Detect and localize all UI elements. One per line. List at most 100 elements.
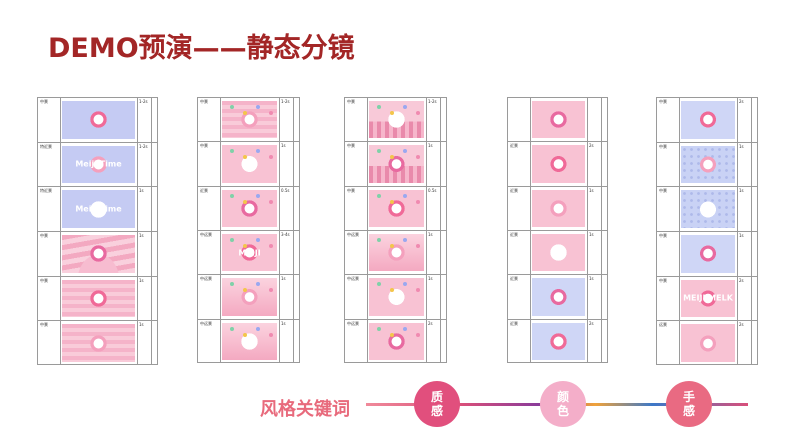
- storyboard-frame: [62, 279, 135, 318]
- frame-illustration: [240, 154, 259, 174]
- storyboard-frame: MEIJI: [222, 234, 277, 272]
- frame-illustration: [698, 155, 718, 174]
- frame-illustration: [89, 244, 108, 264]
- shot-type-label: 特近景: [40, 143, 52, 149]
- duration-label: 1s: [139, 233, 144, 238]
- decorative-bubble: [269, 111, 273, 115]
- decorative-bubble: [243, 111, 247, 115]
- shot-type-label: 中景: [347, 99, 355, 104]
- frame-caption: MEIJI MELK: [683, 293, 733, 303]
- duration-label: 1s: [428, 232, 433, 237]
- duration-label: 1s: [428, 276, 433, 282]
- decorative-bubble: [403, 238, 407, 242]
- keyword-badge-color: 颜 色: [540, 381, 586, 427]
- decorative-bubble: [403, 105, 407, 109]
- storyboard-frame: [681, 145, 735, 184]
- decorative-bubble: [377, 193, 381, 198]
- duration-label: 1s: [139, 277, 144, 283]
- shot-type-label: 近景: [200, 187, 208, 193]
- shot-type-label: 近景: [510, 187, 518, 193]
- decorative-bubble: [230, 105, 234, 109]
- frame-illustration: [698, 199, 718, 219]
- decorative-bubble: [269, 332, 273, 337]
- duration-label: 1s: [428, 143, 433, 149]
- frame-caption: Meiji Time: [75, 204, 122, 214]
- storyboard-frame: [681, 190, 735, 228]
- storyboard-frame: [222, 189, 277, 227]
- shot-type-label: 远景: [659, 322, 667, 328]
- decorative-bubble: [256, 238, 260, 242]
- shot-type-label: 中景: [659, 99, 667, 104]
- duration-label: 1s: [139, 322, 144, 328]
- storyboard-row: 中景 1s: [38, 277, 157, 322]
- decorative-bubble: [269, 155, 273, 160]
- keyword-text: 感: [682, 404, 695, 418]
- frame-caption: MEIJI: [238, 248, 261, 258]
- storyboard-frame: [369, 234, 424, 272]
- shot-type-label: 中远景: [200, 232, 212, 237]
- decorative-bubble: [416, 244, 420, 248]
- storyboard-row: 中景 0.5s: [345, 187, 446, 231]
- shot-type-label: 中景: [347, 187, 355, 193]
- decorative-bubble: [390, 199, 394, 204]
- shot-type-label: 中景: [40, 99, 48, 104]
- frame-illustration: [549, 243, 568, 262]
- decorative-bubble: [390, 244, 394, 248]
- storyboard-row: 中景 1-2s: [345, 98, 446, 143]
- shot-type-label: 特近景: [40, 188, 52, 194]
- decorative-bubble: [377, 238, 381, 242]
- storyboard-frame: [222, 278, 277, 316]
- storyboard-frame: [369, 101, 424, 139]
- storyboard-frame: [681, 235, 735, 273]
- storyboard-frame: [62, 324, 135, 362]
- page-title: DEMO预演——静态分镜: [48, 33, 355, 64]
- decorative-bubble: [377, 326, 381, 331]
- duration-label: 1s: [739, 233, 744, 238]
- decorative-bubble: [243, 155, 247, 160]
- decorative-bubble: [230, 238, 234, 242]
- duration-label: 1-2s: [428, 99, 437, 104]
- frame-caption: Meiji Time: [75, 159, 122, 169]
- keyword-label: 风格关键词: [260, 399, 350, 420]
- duration-label: 1-2s: [281, 99, 290, 104]
- frame-illustration: [89, 155, 108, 174]
- storyboard-frame: [222, 145, 277, 183]
- duration-label: 0.5s: [428, 187, 437, 193]
- frame-illustration: [698, 110, 718, 130]
- storyboard-frame: [62, 101, 135, 139]
- keyword-text: 颜: [556, 390, 569, 404]
- frame-illustration: [89, 333, 108, 353]
- frame-illustration: [549, 110, 568, 129]
- frame-illustration: [89, 110, 108, 130]
- decorative-bubble: [390, 288, 394, 293]
- frame-illustration: [549, 154, 568, 174]
- decorative-bubble: [256, 193, 260, 198]
- shot-type-label: 近景: [510, 143, 518, 149]
- shot-type-label: 中远景: [347, 320, 359, 326]
- decorative-bubble: [416, 111, 420, 115]
- decorative-bubble: [377, 149, 381, 154]
- decorative-bubble: [403, 149, 407, 154]
- frame-illustration: [240, 287, 259, 307]
- storyboard-frame: [369, 322, 424, 360]
- shot-type-label: 中远景: [200, 320, 212, 326]
- shot-type-label: 中景: [40, 233, 48, 238]
- shot-type-label: 中景: [40, 277, 48, 283]
- frame-illustration: [89, 199, 108, 219]
- shot-type-label: 中景: [200, 143, 208, 149]
- storyboard-frame: [532, 278, 585, 316]
- frame-illustration: [549, 199, 568, 218]
- duration-label: 2s: [589, 143, 594, 149]
- duration-label: 1-2s: [139, 99, 148, 104]
